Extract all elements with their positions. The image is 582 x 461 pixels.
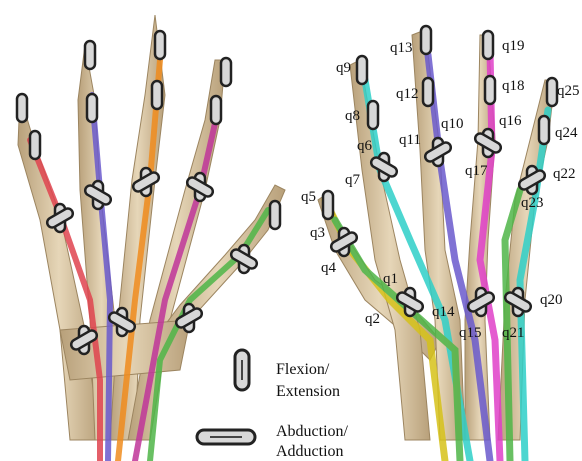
joint-label-q7: q7 — [345, 172, 361, 188]
joint-label-q11: q11 — [399, 132, 421, 148]
joint-marker — [539, 116, 549, 144]
joint-label-q6: q6 — [357, 138, 373, 154]
joint-marker — [323, 191, 333, 219]
legend-abduction-line1: Abduction/ — [276, 423, 349, 440]
joint-label-q23: q23 — [521, 195, 544, 211]
joint-marker — [152, 81, 162, 109]
joint-marker — [547, 78, 557, 106]
legend-abduction-line2: Adduction — [276, 443, 344, 460]
joint-label-q2: q2 — [365, 311, 380, 327]
joint-label-q8: q8 — [345, 108, 360, 124]
joint-label-q10: q10 — [441, 116, 464, 132]
joint-label-q3: q3 — [310, 225, 325, 241]
joint-label-q12: q12 — [396, 86, 419, 102]
joint-label-q13: q13 — [390, 40, 413, 56]
joint-label-q25: q25 — [557, 83, 580, 99]
joint-marker — [357, 56, 367, 84]
joint-marker — [270, 201, 280, 229]
left-hand — [18, 15, 285, 461]
joint-marker — [211, 96, 221, 124]
joint-label-q24: q24 — [555, 125, 578, 141]
joint-label-q17: q17 — [465, 163, 488, 179]
joint-marker — [517, 166, 546, 194]
joint-label-q14: q14 — [432, 304, 455, 320]
joint-label-q18: q18 — [502, 78, 525, 94]
joint-label-q20: q20 — [540, 292, 563, 308]
joint-marker — [485, 76, 495, 104]
joint-marker — [483, 31, 493, 59]
abduction-adduction-icon — [197, 430, 255, 444]
right-hand — [318, 30, 555, 461]
joint-label-q16: q16 — [499, 113, 522, 129]
joint-marker — [85, 41, 95, 69]
joint-label-q19: q19 — [502, 38, 525, 54]
legend-flexion-line2: Extension — [276, 383, 340, 400]
legend: Flexion/ Extension Abduction/ Adduction — [197, 350, 349, 460]
joint-label-q1: q1 — [383, 271, 398, 287]
joint-marker — [87, 94, 97, 122]
joint-marker — [30, 131, 40, 159]
joint-marker — [368, 101, 378, 129]
joint-label-q21: q21 — [502, 325, 525, 341]
joint-label-q9: q9 — [336, 60, 351, 76]
joint-marker — [221, 58, 231, 86]
flexion-extension-icon — [235, 350, 249, 390]
joint-marker — [17, 94, 27, 122]
joint-label-q15: q15 — [459, 325, 482, 341]
legend-flexion-line1: Flexion/ — [276, 361, 330, 378]
joint-marker — [423, 78, 433, 106]
joint-marker — [421, 26, 431, 54]
joint-label-q4: q4 — [321, 260, 337, 276]
joint-label-q22: q22 — [553, 166, 576, 182]
joint-label-q5: q5 — [301, 189, 316, 205]
joint-marker — [155, 31, 165, 59]
